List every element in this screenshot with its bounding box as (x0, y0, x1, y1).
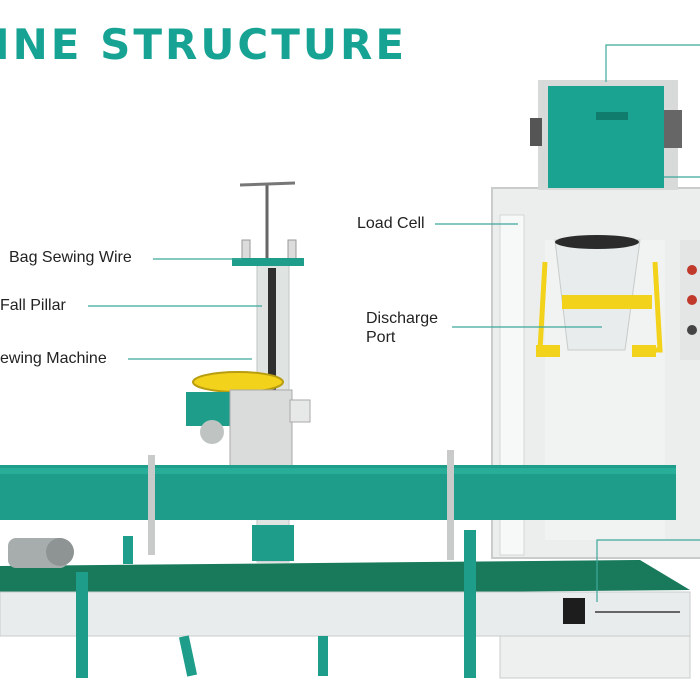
page-title: INE STRUCTURE (0, 20, 408, 69)
drive-motor (8, 538, 74, 568)
conveyor-bench (0, 450, 676, 560)
conveyor-belt (0, 560, 691, 637)
leader-bottom-right (596, 539, 700, 602)
label-fall-pillar: Fall Pillar (0, 297, 66, 314)
sewing-machine (186, 371, 311, 481)
leader-top-right (605, 44, 700, 82)
label-bag-sewing-wire: Bag Sewing Wire (9, 249, 132, 266)
label-discharge-port-line1: Discharge (366, 310, 439, 327)
hopper-box (530, 80, 682, 190)
label-sewing-machine: ewing Machine (0, 350, 107, 367)
label-load-cell: Load Cell (357, 215, 425, 232)
discharge-port (536, 235, 663, 357)
control-panel (680, 240, 700, 360)
frame-legs (76, 530, 691, 679)
label-discharge-port-line2: Port (366, 329, 396, 346)
leader-lines (88, 44, 700, 602)
